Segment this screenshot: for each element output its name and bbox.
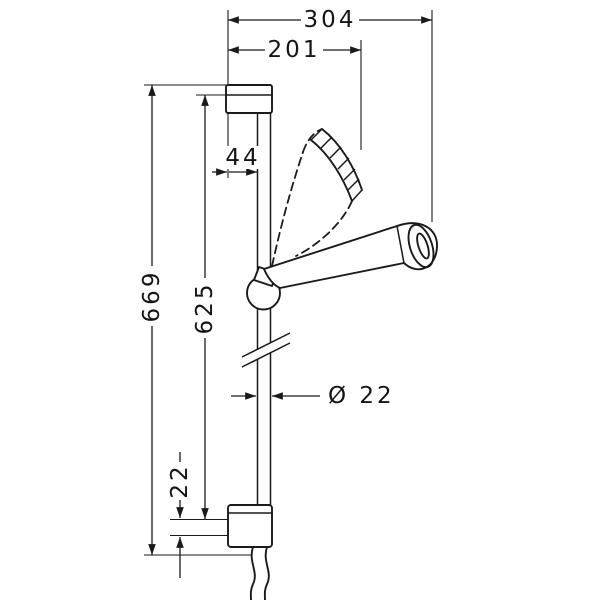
dim-669-label-bg — [140, 266, 164, 326]
dashed-head-top-arc — [302, 128, 323, 153]
rail-break-gap — [242, 333, 290, 367]
product-drawing — [225, 84, 438, 600]
dim-625-label-bg — [193, 278, 217, 338]
dim-44-label: 44 — [225, 145, 260, 171]
handset-body — [263, 222, 438, 289]
dimension-rail-offset: 44 — [212, 145, 260, 176]
handset-neck-joint — [396, 225, 405, 264]
spray-face-inner-ring — [416, 232, 430, 260]
dim-625-label: 625 — [192, 282, 218, 335]
dim-669-label: 669 — [139, 270, 165, 323]
dim-201-label: 201 — [268, 37, 321, 63]
dim-dia22-label: Ø 22 — [328, 383, 395, 409]
hose-left-line — [249, 546, 256, 600]
dimension-bottom-offset: 22 — [167, 452, 193, 578]
extension-lines — [144, 10, 433, 556]
handset-dashed-position — [271, 128, 363, 267]
rail-break-line-lower — [241, 342, 291, 368]
dimension-width-overall: 304 — [228, 7, 432, 33]
dim-304-label: 304 — [304, 7, 357, 33]
hose-right-line — [263, 546, 270, 600]
top-wall-bracket — [225, 84, 273, 114]
dashed-handle-left-edge — [271, 151, 304, 267]
dimension-height-overall: 669 — [139, 85, 165, 555]
rail-break-line-upper — [241, 332, 291, 358]
dim-22-label: 22 — [167, 463, 193, 498]
dim-22-label-bg — [168, 462, 192, 500]
bottom-wall-bracket — [227, 504, 273, 548]
handset-solid-position — [263, 222, 438, 289]
dashed-handle-right-edge — [295, 200, 353, 257]
bottom-bracket-body — [227, 504, 273, 548]
dimension-height-bar: 625 — [192, 95, 218, 519]
shower-hose — [249, 546, 270, 600]
dashed-head-face-outer — [321, 128, 363, 191]
dim-304-label-bg — [301, 7, 359, 33]
wall-bar-rail — [241, 113, 291, 505]
dim-201-label-bg — [265, 37, 323, 63]
dashed-head-face-inner — [310, 139, 353, 202]
dim-44-label-bg — [226, 146, 260, 169]
top-bracket-body — [225, 84, 273, 114]
dashed-head-face-hatch — [310, 128, 363, 202]
dimension-bar-diameter: Ø 22 — [231, 383, 395, 409]
spray-face-outer-ring — [407, 223, 435, 269]
dimension-width-handset: 201 — [228, 37, 361, 63]
